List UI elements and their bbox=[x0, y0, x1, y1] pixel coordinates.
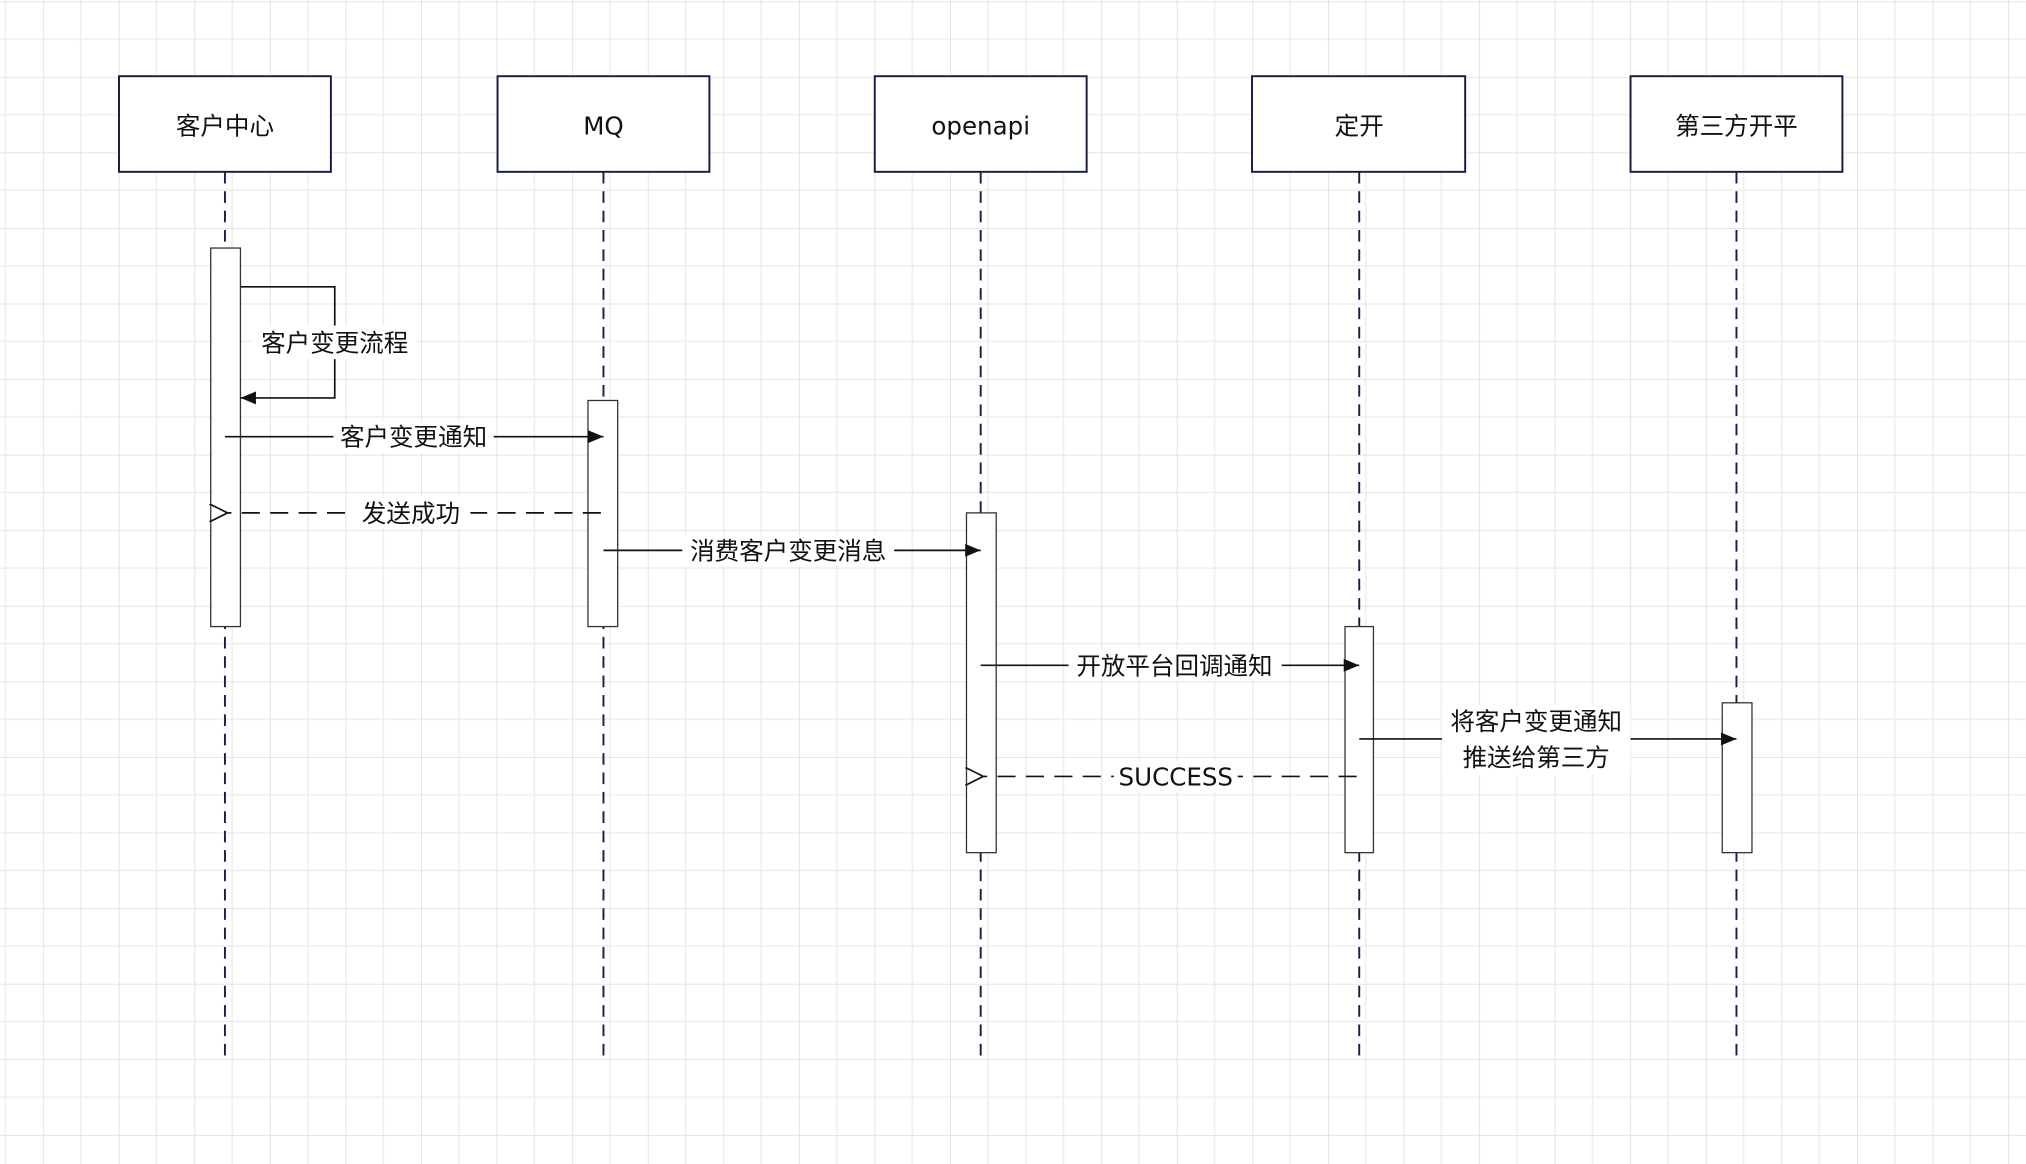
message-label[interactable]: 客户变更流程 bbox=[261, 328, 408, 357]
message-label[interactable]: 开放平台回调通知 bbox=[1076, 651, 1272, 680]
message-label-line2[interactable]: 推送给第三方 bbox=[1463, 743, 1610, 772]
participant-label: openapi bbox=[931, 111, 1030, 140]
participant-label: 第三方开平 bbox=[1675, 111, 1798, 140]
message-label[interactable]: 消费客户变更消息 bbox=[690, 536, 886, 565]
message-label[interactable]: 将客户变更通知 bbox=[1450, 707, 1622, 736]
activation-bar bbox=[1721, 702, 1753, 854]
activation-bar bbox=[965, 512, 997, 854]
message-label[interactable]: 客户变更通知 bbox=[340, 423, 487, 452]
participant-box-dingkai[interactable] bbox=[1251, 75, 1467, 173]
message-label[interactable]: 发送成功 bbox=[362, 499, 460, 528]
participant-box-mq[interactable] bbox=[496, 75, 711, 173]
participant-box-third-party[interactable] bbox=[1629, 75, 1844, 173]
participant-label: 客户中心 bbox=[176, 111, 274, 140]
participant-box-openapi[interactable] bbox=[873, 75, 1088, 173]
participant-label: 定开 bbox=[1335, 111, 1384, 140]
message-label[interactable]: SUCCESS bbox=[1119, 762, 1233, 791]
participant-label: MQ bbox=[583, 111, 623, 140]
participant-box-customer-center[interactable] bbox=[118, 75, 332, 173]
